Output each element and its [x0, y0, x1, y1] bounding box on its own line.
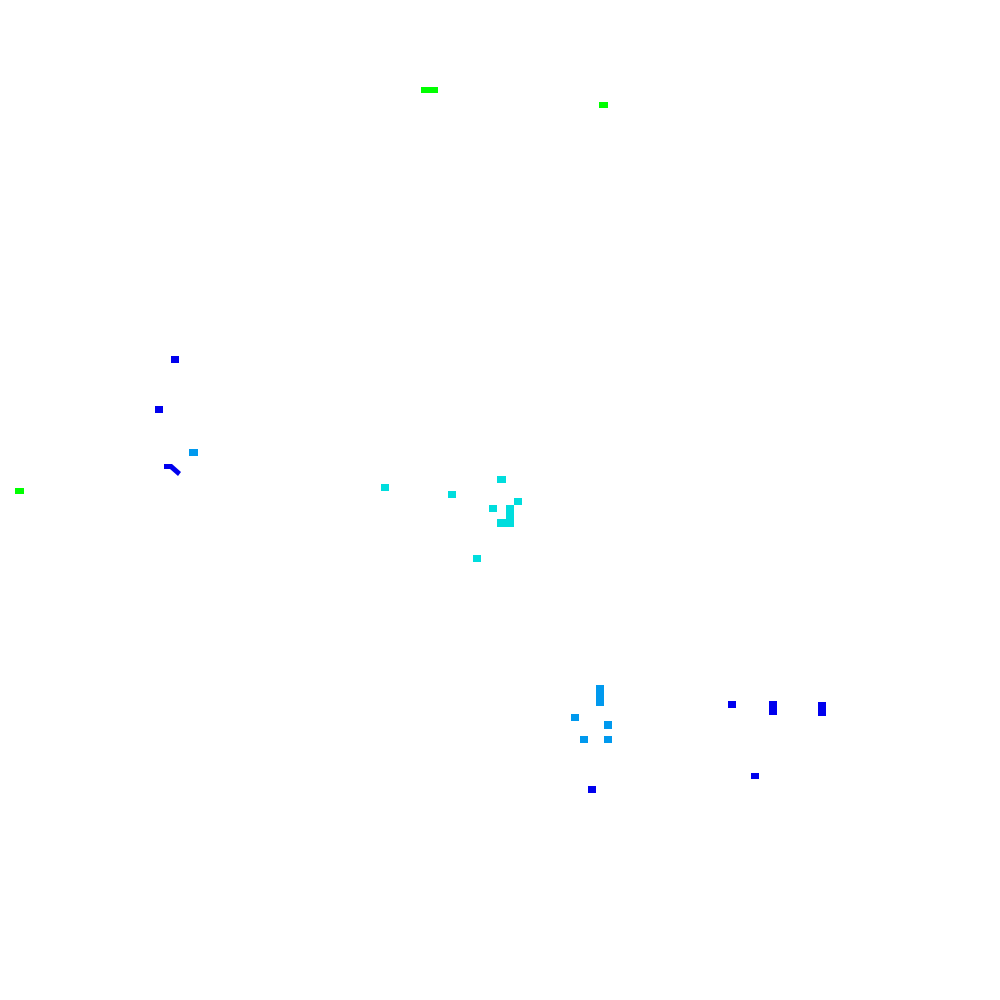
- blue-pixel-mark: [818, 702, 826, 716]
- blue-pixel-mark: [588, 786, 596, 793]
- light-blue-pixel-mark: [571, 714, 579, 721]
- blue-pixel-mark: [751, 773, 759, 779]
- cyan-pixel-mark: [489, 505, 497, 512]
- green-pixel-mark: [15, 488, 24, 494]
- cyan-pixel-mark: [497, 519, 514, 527]
- cyan-pixel-mark: [381, 484, 389, 491]
- cyan-pixel-mark: [514, 498, 522, 505]
- light-blue-pixel-mark: [580, 736, 588, 743]
- green-pixel-mark: [599, 102, 608, 108]
- light-blue-pixel-mark: [189, 449, 198, 456]
- blue-stroke-mark: [164, 464, 181, 476]
- light-blue-pixel-mark: [604, 736, 612, 743]
- light-blue-pixel-mark: [604, 721, 612, 729]
- blue-pixel-mark: [171, 356, 179, 363]
- blue-pixel-mark: [155, 406, 163, 413]
- blue-pixel-mark: [728, 701, 736, 708]
- green-pixel-mark: [421, 87, 438, 93]
- cyan-pixel-mark: [448, 491, 456, 498]
- cyan-pixel-mark: [506, 505, 514, 519]
- cyan-pixel-mark: [473, 555, 481, 562]
- light-blue-pixel-mark: [596, 685, 604, 706]
- cyan-pixel-mark: [497, 476, 506, 483]
- blue-pixel-mark: [769, 701, 777, 715]
- pixel-marks: [15, 87, 826, 793]
